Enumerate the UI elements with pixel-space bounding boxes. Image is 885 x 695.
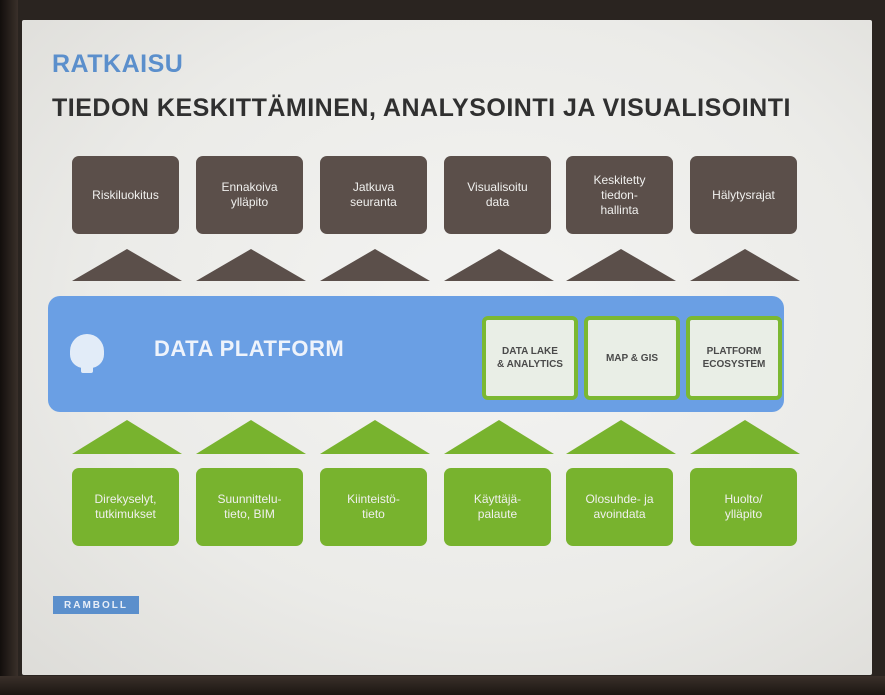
module-data-lake-analytics: DATA LAKE & ANALYTICS	[482, 316, 578, 400]
module-platform-ecosystem: PLATFORM ECOSYSTEM	[686, 316, 782, 400]
lightbulb-icon	[70, 334, 104, 368]
ramboll-logo: RAMBOLL	[53, 596, 139, 614]
data-platform-bar: DATA PLATFORM DATA LAKE & ANALYTICS MAP …	[48, 296, 784, 412]
source-box-kiinteistotieto: Kiinteistö- tieto	[320, 468, 427, 546]
arrow-up-icon	[690, 249, 800, 281]
outcome-box-halytysrajat: Hälytysrajat	[690, 156, 797, 234]
outcome-box-ennakoiva-yllapito: Ennakoiva ylläpito	[196, 156, 303, 234]
projector-screen-bottom-edge	[0, 676, 885, 695]
arrow-up-icon	[72, 420, 182, 454]
slide-title: RATKAISU	[52, 50, 184, 78]
arrow-up-icon	[566, 420, 676, 454]
arrow-up-icon	[320, 420, 430, 454]
source-box-suunnittelutieto: Suunnittelu- tieto, BIM	[196, 468, 303, 546]
data-platform-label: DATA PLATFORM	[154, 336, 345, 361]
outcome-box-keskitetty-tiedonhallinta: Keskitetty tiedon- hallinta	[566, 156, 673, 234]
source-box-direkyselyt: Direkyselyt, tutkimukset	[72, 468, 179, 546]
arrow-up-icon	[690, 420, 800, 454]
module-map-gis: MAP & GIS	[584, 316, 680, 400]
lightbulb-base	[81, 366, 93, 373]
arrow-up-icon	[566, 249, 676, 281]
source-box-huolto-yllapito: Huolto/ ylläpito	[690, 468, 797, 546]
source-box-kayttajapalaute: Käyttäjä- palaute	[444, 468, 551, 546]
arrow-up-icon	[196, 249, 306, 281]
arrow-up-icon	[196, 420, 306, 454]
outcome-box-riskiluokitus: Riskiluokitus	[72, 156, 179, 234]
slide-subtitle: TIEDON KESKITTÄMINEN, ANALYSOINTI JA VIS…	[52, 94, 791, 122]
arrow-up-icon	[444, 420, 554, 454]
source-box-olosuhde-avoindata: Olosuhde- ja avoindata	[566, 468, 673, 546]
arrow-up-icon	[72, 249, 182, 281]
outcome-box-visualisoitu-data: Visualisoitu data	[444, 156, 551, 234]
arrow-up-icon	[444, 249, 554, 281]
arrow-up-icon	[320, 249, 430, 281]
outcome-box-jatkuva-seuranta: Jatkuva seuranta	[320, 156, 427, 234]
projector-screen-edge	[0, 0, 18, 695]
